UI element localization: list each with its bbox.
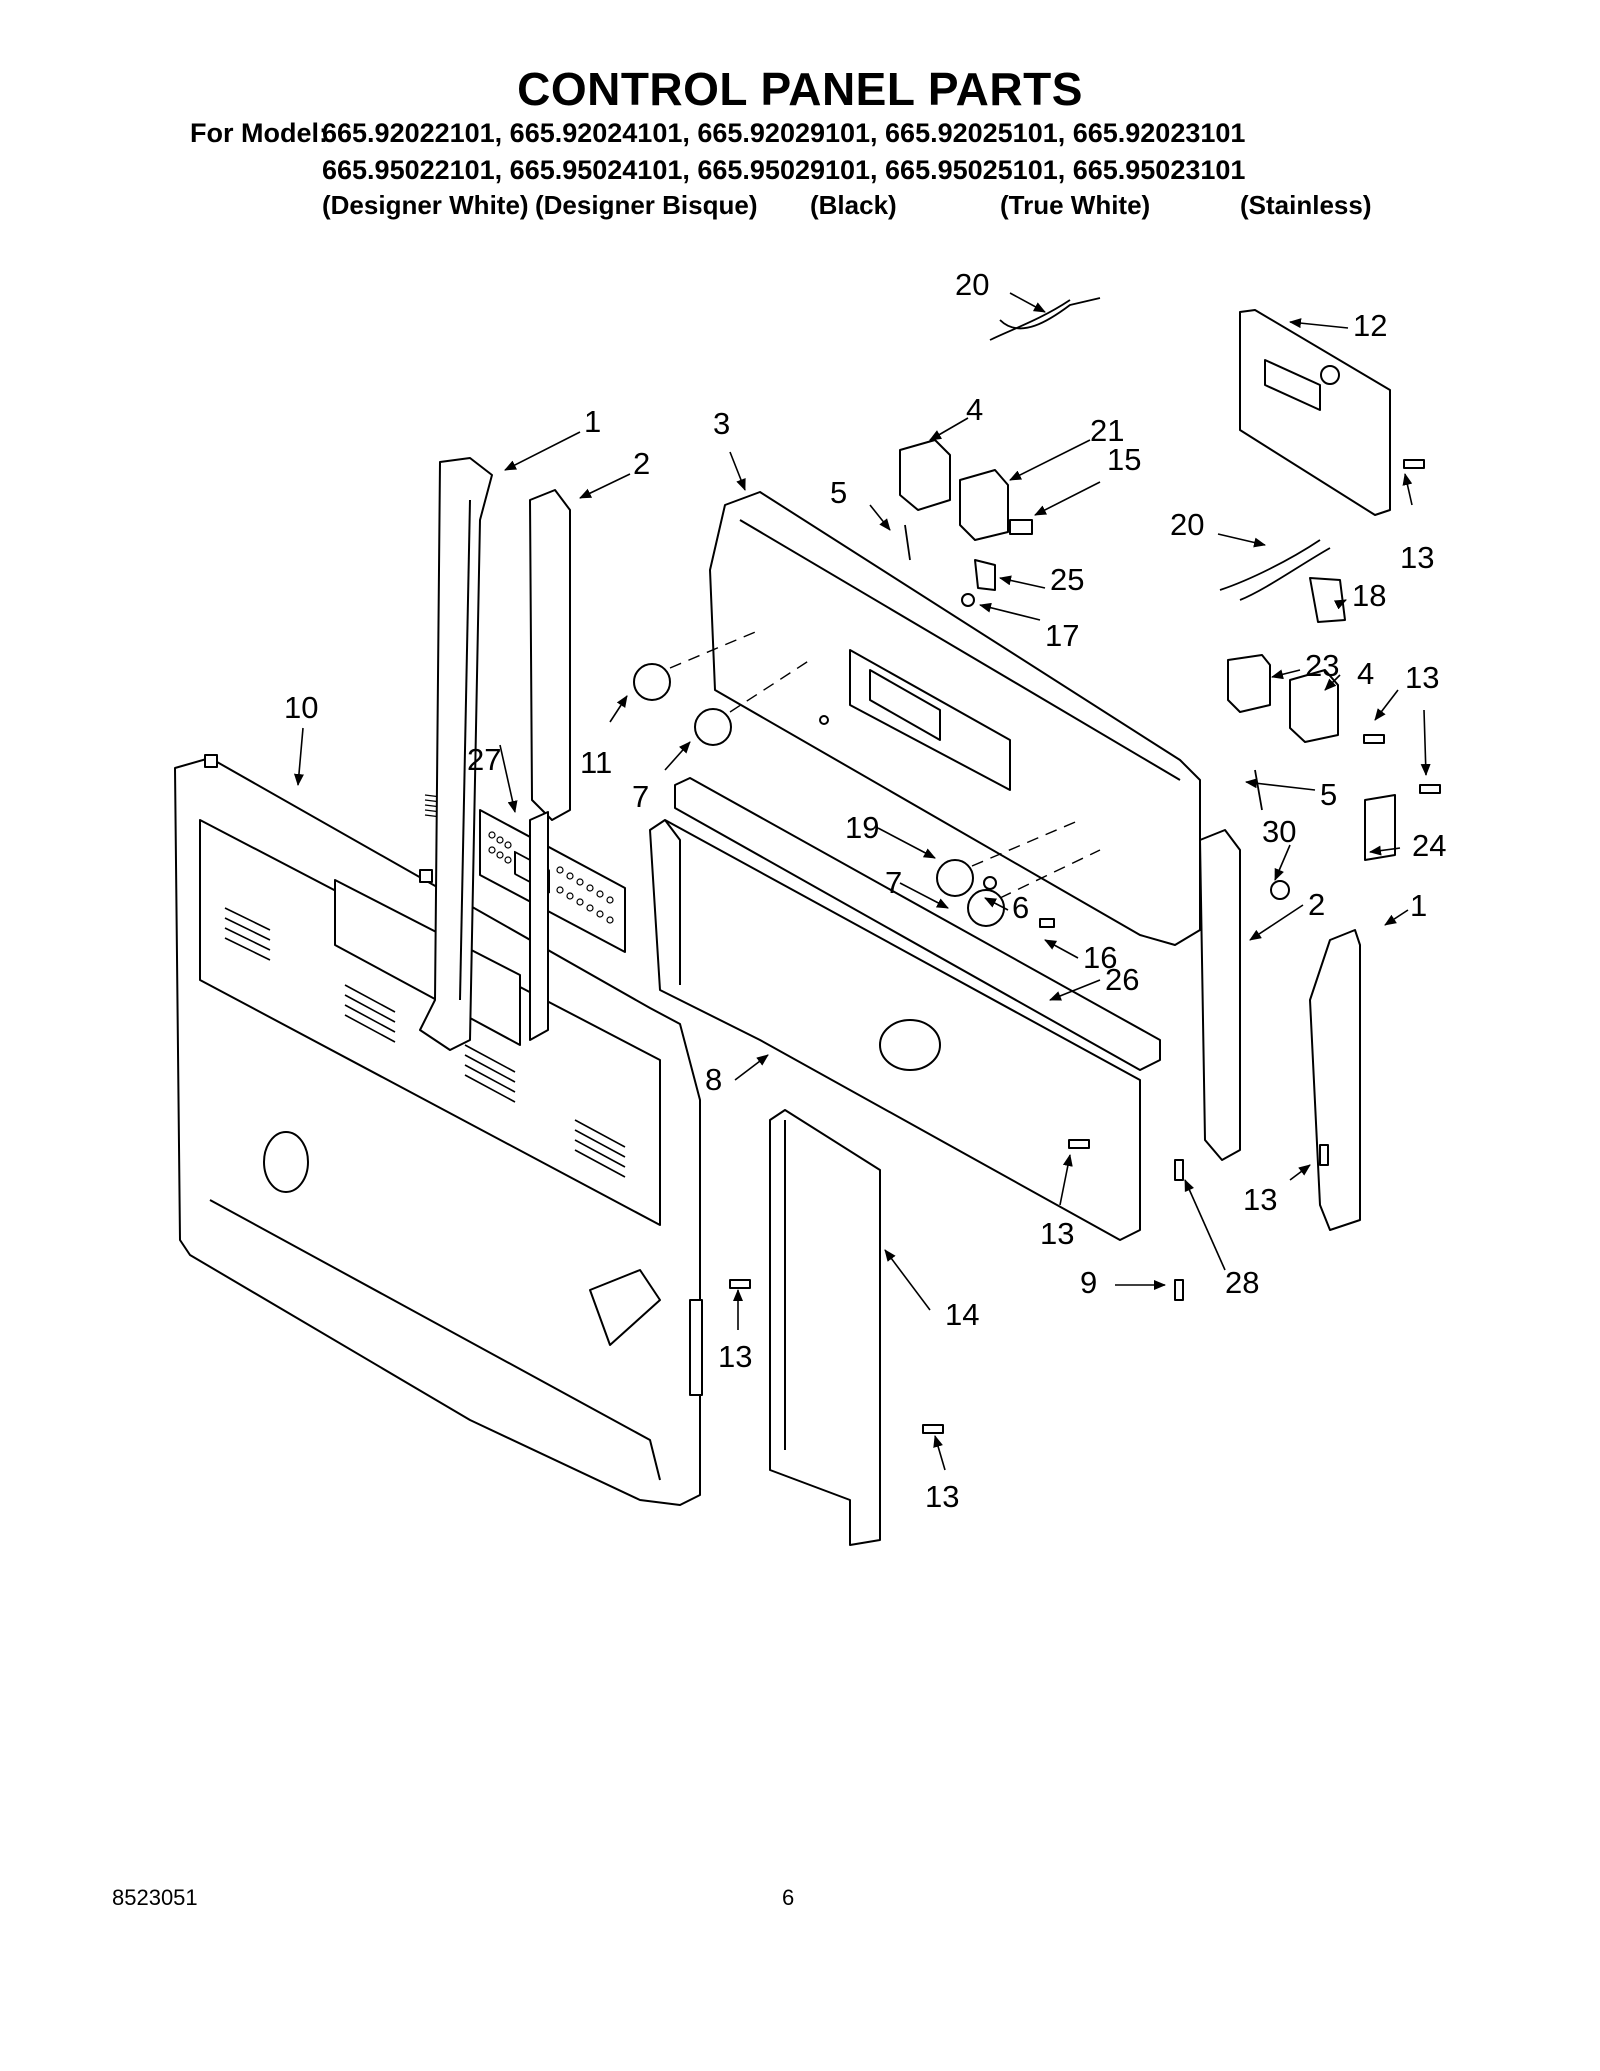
callout-3: 3 <box>713 406 730 441</box>
callout-13-endcap: 13 <box>1243 1182 1277 1217</box>
callout-21: 21 <box>1090 413 1124 448</box>
callout-2-left: 2 <box>633 446 650 481</box>
infinite-switch-1 <box>899 439 951 511</box>
lower-control-panel <box>649 819 1141 1241</box>
callout-16: 16 <box>1083 940 1117 975</box>
switch-15 <box>1009 519 1033 535</box>
callout-1-right: 1 <box>1410 888 1427 923</box>
bracket-24 <box>1364 794 1396 861</box>
color-black: (Black) <box>810 190 897 220</box>
socket-18 <box>1309 577 1346 623</box>
console-backguard <box>709 491 1201 946</box>
callout-7-center: 7 <box>885 865 902 900</box>
callout-2-right: 2 <box>1308 887 1325 922</box>
color-stainless: (Stainless) <box>1240 190 1372 220</box>
callout-5-right: 5 <box>1320 777 1337 812</box>
document-number: 8523051 <box>112 1885 198 1910</box>
callout-11: 11 <box>580 745 612 780</box>
callout-1-left: 1 <box>584 404 601 439</box>
control-board <box>1239 309 1391 516</box>
rear-panel-cover <box>174 754 703 1506</box>
model-row-1: 665.92022101, 665.92024101, 665.92029101… <box>322 118 1246 148</box>
callout-23: 23 <box>1305 648 1339 683</box>
callout-13-lower-left: 13 <box>718 1339 752 1374</box>
part-25 <box>974 559 996 591</box>
callout-15: 15 <box>1107 442 1141 477</box>
callout-27: 27 <box>467 742 501 777</box>
callout-19: 19 <box>845 810 879 845</box>
infinite-switch-2 <box>959 469 1009 541</box>
side-bracket-left <box>529 489 571 1041</box>
callout-12: 12 <box>1353 308 1387 343</box>
callout-5-top: 5 <box>830 475 847 510</box>
wire-harnesses <box>904 297 1331 811</box>
callout-13-bottom: 13 <box>925 1479 959 1514</box>
callout-17: 17 <box>1045 618 1079 653</box>
leader-arrows <box>293 292 1431 1471</box>
callout-28: 28 <box>1225 1265 1259 1300</box>
callout-9: 9 <box>1080 1265 1097 1300</box>
callout-25: 25 <box>1050 562 1084 597</box>
callout-10: 10 <box>284 690 318 725</box>
callout-13-center: 13 <box>1040 1216 1074 1251</box>
callouts: 20 12 1 2 3 4 21 15 5 20 25 17 13 18 23 … <box>284 267 1446 1514</box>
callout-13-board: 13 <box>1400 540 1434 575</box>
callout-18: 18 <box>1352 578 1386 613</box>
callout-6: 6 <box>1012 890 1029 925</box>
callout-4-right: 4 <box>1357 656 1374 691</box>
color-designer-bisque: (Designer Bisque) <box>535 190 758 220</box>
callout-7-left: 7 <box>632 779 649 814</box>
callout-4-top: 4 <box>966 392 983 427</box>
color-true-white: (True White) <box>1000 190 1151 220</box>
callout-20-top: 20 <box>955 267 989 302</box>
alignment-lines <box>669 629 1101 899</box>
page-title: CONTROL PANEL PARTS <box>517 63 1083 115</box>
switch-23 <box>1227 654 1271 713</box>
model-label: For Model: <box>190 118 328 148</box>
model-row-2: 665.95022101, 665.95024101, 665.95029101… <box>322 155 1246 185</box>
callout-13-right: 13 <box>1405 660 1439 695</box>
end-cap-right <box>1309 929 1361 1231</box>
side-bracket-right <box>1199 829 1241 1161</box>
callout-24: 24 <box>1412 828 1446 863</box>
callout-8: 8 <box>705 1062 722 1097</box>
page-number: 6 <box>782 1885 795 1910</box>
end-cap-left <box>419 457 493 1051</box>
panel-strip <box>674 777 1161 1071</box>
callout-30: 30 <box>1262 814 1296 849</box>
mounting-bracket-lower <box>769 1109 881 1546</box>
color-designer-white: (Designer White) <box>322 190 529 220</box>
callout-14: 14 <box>945 1297 979 1332</box>
screws <box>729 459 1441 1434</box>
callout-26: 26 <box>1105 962 1139 997</box>
callout-20-right: 20 <box>1170 507 1204 542</box>
